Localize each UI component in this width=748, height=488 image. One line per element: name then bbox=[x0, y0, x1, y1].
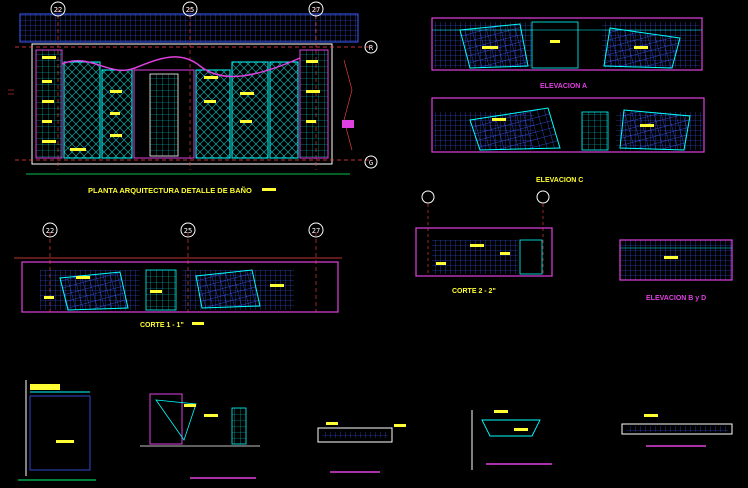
axis-bubble-27: 27 bbox=[308, 222, 324, 238]
elevation-b-d-title: ELEVACION B y D bbox=[646, 295, 706, 302]
axis-bubble-G: G bbox=[364, 155, 378, 169]
construction-details bbox=[18, 380, 733, 481]
detail-1 bbox=[18, 380, 96, 481]
axis-label: 27 bbox=[312, 227, 320, 235]
detail-4 bbox=[471, 410, 552, 470]
elevation-a bbox=[431, 17, 703, 71]
section-2-2-title: CORTE 2 - 2" bbox=[452, 288, 496, 295]
elevation-b-d bbox=[619, 239, 733, 281]
plan-title: PLANTA ARQUITECTURA DETALLE DE BAÑO bbox=[88, 186, 252, 195]
axis-label: 25 bbox=[186, 6, 194, 14]
section-1-1-title: CORTE 1 - 1" bbox=[140, 322, 184, 329]
axis-label: 22 bbox=[54, 6, 62, 14]
axis-bubble-25: 25 bbox=[182, 1, 198, 17]
axis-bubble-22: 22 bbox=[50, 1, 66, 17]
detail-5 bbox=[621, 414, 733, 447]
axis-label: G bbox=[369, 159, 373, 167]
section-2-2 bbox=[415, 190, 553, 277]
detail-2 bbox=[140, 393, 260, 479]
detail-3 bbox=[317, 422, 406, 473]
axis-bubble-R: R bbox=[364, 40, 378, 54]
elevation-c-title: ELEVACION C bbox=[536, 177, 583, 184]
section-1-1 bbox=[14, 232, 342, 313]
axis-bubble-25: 25 bbox=[180, 222, 196, 238]
elevation-c bbox=[431, 97, 705, 153]
plan-view bbox=[8, 8, 372, 175]
axis-label: R bbox=[369, 44, 374, 52]
axis-bubble-22: 22 bbox=[42, 222, 58, 238]
axis-label: 25 bbox=[184, 227, 192, 235]
axis-bubble-27: 27 bbox=[308, 1, 324, 17]
plan-axis-bubbles: 22 25 27 R G bbox=[50, 1, 378, 169]
section-axis-bubbles: 22 25 27 bbox=[42, 222, 324, 238]
elevation-a-title: ELEVACION A bbox=[540, 83, 587, 90]
axis-label: 22 bbox=[46, 227, 54, 235]
axis-label: 27 bbox=[312, 6, 320, 14]
